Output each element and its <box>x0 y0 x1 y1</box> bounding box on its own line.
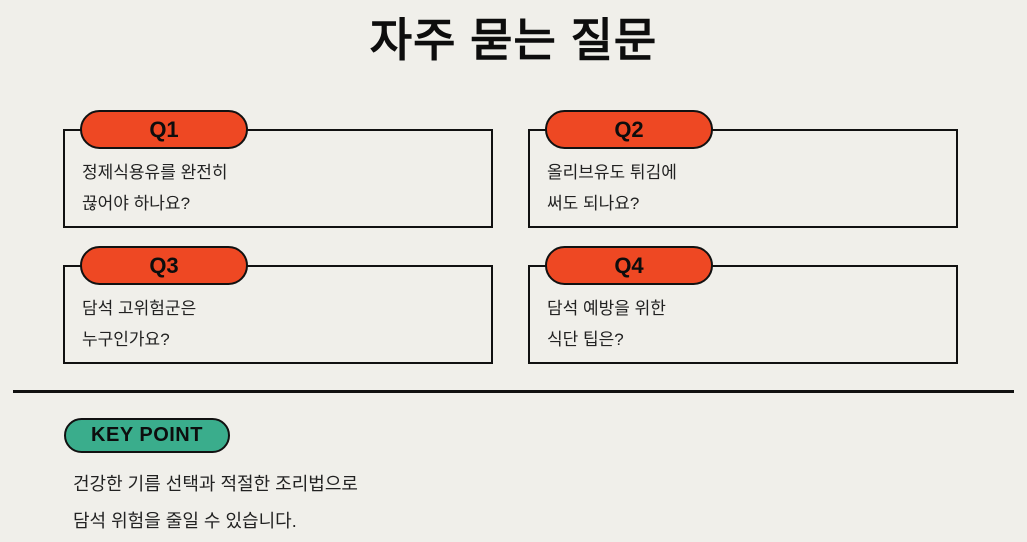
q3-question-text: 담석 고위험군은 누구인가요? <box>65 267 491 355</box>
divider-line <box>13 390 1014 393</box>
q4-badge: Q4 <box>545 246 713 285</box>
q2-badge-label: Q2 <box>614 116 644 142</box>
q2-badge: Q2 <box>545 110 713 149</box>
faq-card-q1: Q1 정제식용유를 완전히 끊어야 하나요? <box>63 110 493 228</box>
q1-question-line1: 정제식용유를 완전히 <box>82 163 228 182</box>
key-point-badge-label: KEY POINT <box>91 424 203 446</box>
faq-card-q4: Q4 담석 예방을 위한 식단 팁은? <box>528 246 958 364</box>
q1-badge: Q1 <box>80 110 248 149</box>
key-point-badge: KEY POINT <box>64 418 230 453</box>
q1-badge-label: Q1 <box>149 116 179 142</box>
q2-question-line2: 써도 되나요? <box>547 194 640 213</box>
q1-question-line2: 끊어야 하나요? <box>82 194 191 213</box>
q4-question-text: 담석 예방을 위한 식단 팁은? <box>530 267 956 355</box>
faq-card-q2: Q2 올리브유도 튀김에 써도 되나요? <box>528 110 958 228</box>
faq-card-q3: Q3 담석 고위험군은 누구인가요? <box>63 246 493 364</box>
q4-question-line2: 식단 팁은? <box>547 330 624 349</box>
key-point-line2: 담석 위험을 줄일 수 있습니다. <box>73 511 297 531</box>
q4-badge-label: Q4 <box>614 252 644 278</box>
q4-question-line1: 담석 예방을 위한 <box>547 299 666 318</box>
q3-badge-label: Q3 <box>149 252 179 278</box>
q3-question-line1: 담석 고위험군은 <box>82 299 197 318</box>
page-title: 자주 묻는 질문 <box>369 14 658 66</box>
q2-question-line1: 올리브유도 튀김에 <box>547 163 677 182</box>
q3-badge: Q3 <box>80 246 248 285</box>
q1-question-text: 정제식용유를 완전히 끊어야 하나요? <box>65 131 491 219</box>
key-point-line1: 건강한 기름 선택과 적절한 조리법으로 <box>73 474 358 494</box>
q3-question-line2: 누구인가요? <box>82 330 170 349</box>
key-point-text: 건강한 기름 선택과 적절한 조리법으로 담석 위험을 줄일 수 있습니다. <box>73 466 358 540</box>
q2-question-text: 올리브유도 튀김에 써도 되나요? <box>530 131 956 219</box>
